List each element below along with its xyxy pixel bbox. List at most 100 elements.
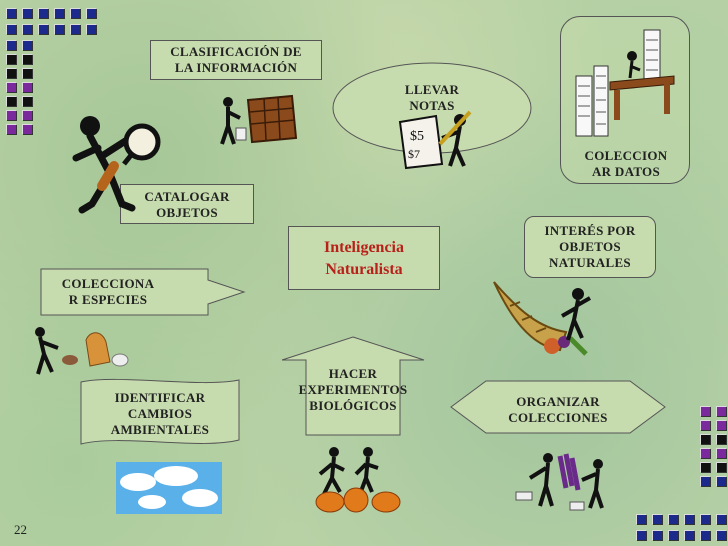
decor-square	[22, 96, 32, 106]
decor-square	[6, 40, 16, 50]
node-identificar-line1: IDENTIFICAR	[114, 390, 206, 405]
decor-square	[54, 8, 64, 18]
clothesline-figures-icon	[515, 453, 604, 511]
node-clasificacion: CLASIFICACIÓN DE LA INFORMACIÓN	[150, 40, 322, 80]
node-catalogar-line1: CATALOGAR	[144, 189, 230, 204]
node-coleccionar-especies: COLECCIONA R ESPECIES	[44, 276, 172, 308]
decor-square	[636, 530, 646, 540]
decor-square	[716, 406, 726, 416]
decor-square	[70, 24, 80, 34]
decor-square	[38, 8, 48, 18]
writing-figure-icon: $5 $7	[398, 110, 472, 170]
decor-square	[700, 434, 710, 444]
node-llevar-notas: LLEVAR NOTAS	[380, 82, 484, 114]
decor-square	[700, 448, 710, 458]
decor-square	[6, 8, 16, 18]
node-coleccionar-especies-shape	[40, 268, 246, 316]
decor-square	[684, 530, 694, 540]
file-cabinet-figure-icon	[220, 94, 298, 145]
decor-square	[6, 24, 16, 34]
decor-squares-bottom-right	[600, 400, 728, 546]
decor-square	[700, 514, 710, 524]
decor-square	[6, 54, 16, 64]
decor-square	[716, 420, 726, 430]
node-catalogar: CATALOGAR OBJETOS	[120, 184, 254, 224]
node-clasificacion-line2: LA INFORMACIÓN	[174, 60, 298, 75]
decor-squares-top-left	[0, 0, 110, 140]
decor-square	[668, 514, 678, 524]
node-llevar-notas-line2: NOTAS	[409, 98, 455, 113]
node-coleccionar-especies-line1: COLECCIONA	[61, 276, 155, 291]
slide-number: 22	[14, 522, 27, 537]
svg-text:$5: $5	[410, 129, 424, 144]
decor-square	[22, 54, 32, 64]
node-catalogar-line2: OBJETOS	[156, 205, 218, 220]
decor-square	[6, 124, 16, 134]
node-interes-line1: INTERÉS POR	[544, 223, 636, 238]
decor-square	[716, 462, 726, 472]
decor-square	[652, 514, 662, 524]
node-interes-line2: OBJETOS	[559, 239, 621, 254]
decor-square	[716, 434, 726, 444]
cornucopia-figure-icon	[493, 281, 591, 356]
decor-square	[668, 530, 678, 540]
node-hacer-experimentos-line2: EXPERIMENTOS	[298, 382, 408, 397]
node-coleccionar-datos: COLECCION AR DATOS	[566, 148, 686, 180]
decor-square	[700, 406, 710, 416]
node-interes: INTERÉS POR OBJETOS NATURALES	[524, 216, 656, 278]
node-identificar-shape	[80, 378, 240, 445]
magnifier-figure-icon	[72, 116, 161, 214]
node-hacer-experimentos-line3: BIOLÓGICOS	[309, 398, 397, 413]
decor-square	[86, 24, 96, 34]
node-coleccionar-datos-line2: AR DATOS	[591, 164, 660, 179]
node-organizar-shape	[450, 380, 666, 434]
central-node-line2: Naturalista	[325, 261, 403, 278]
decor-square	[716, 514, 726, 524]
clouds-picture-icon	[116, 462, 222, 514]
decor-square	[22, 8, 32, 18]
decor-square	[6, 110, 16, 120]
central-node: Inteligencia Naturalista	[288, 226, 440, 290]
decor-square	[22, 110, 32, 120]
decor-square	[22, 40, 32, 50]
node-llevar-notas-line1: LLEVAR	[404, 82, 460, 97]
decor-square	[38, 24, 48, 34]
decor-square	[700, 420, 710, 430]
node-identificar-line2: CAMBIOS	[127, 406, 193, 421]
decor-square	[700, 476, 710, 486]
decor-square	[22, 68, 32, 78]
svg-text:$7: $7	[408, 147, 420, 161]
decor-square	[86, 8, 96, 18]
decor-square	[716, 476, 726, 486]
node-organizar-line2: COLECCIONES	[508, 410, 608, 425]
decor-square	[716, 448, 726, 458]
decor-square	[54, 24, 64, 34]
decor-square	[716, 530, 726, 540]
decor-square	[22, 124, 32, 134]
dog-cat-figure-icon	[35, 327, 129, 375]
node-hacer-experimentos-shape	[281, 336, 425, 436]
decor-square	[6, 96, 16, 106]
decor-square	[684, 514, 694, 524]
decor-square	[6, 68, 16, 78]
decor-square	[636, 514, 646, 524]
decor-square	[700, 462, 710, 472]
decor-square	[22, 82, 32, 92]
decor-square	[70, 8, 80, 18]
node-identificar: IDENTIFICAR CAMBIOS AMBIENTALES	[84, 390, 236, 438]
node-coleccionar-especies-line2: R ESPECIES	[68, 292, 148, 307]
node-interes-line3: NATURALES	[549, 255, 631, 270]
node-coleccionar-datos-line1: COLECCION	[584, 148, 668, 163]
node-identificar-line3: AMBIENTALES	[110, 422, 210, 437]
decor-square	[700, 530, 710, 540]
decor-square	[6, 82, 16, 92]
decor-square	[652, 530, 662, 540]
paper-stacks-desk-icon	[575, 29, 675, 137]
node-organizar-line1: ORGANIZAR	[516, 394, 600, 409]
pumpkin-figures-icon	[315, 447, 401, 513]
central-node-line1: Inteligencia	[324, 239, 404, 256]
decor-square	[22, 24, 32, 34]
node-organizar: ORGANIZAR COLECCIONES	[490, 394, 626, 426]
node-clasificacion-line1: CLASIFICACIÓN DE	[170, 44, 302, 59]
node-hacer-experimentos-line1: HACER	[328, 366, 378, 381]
